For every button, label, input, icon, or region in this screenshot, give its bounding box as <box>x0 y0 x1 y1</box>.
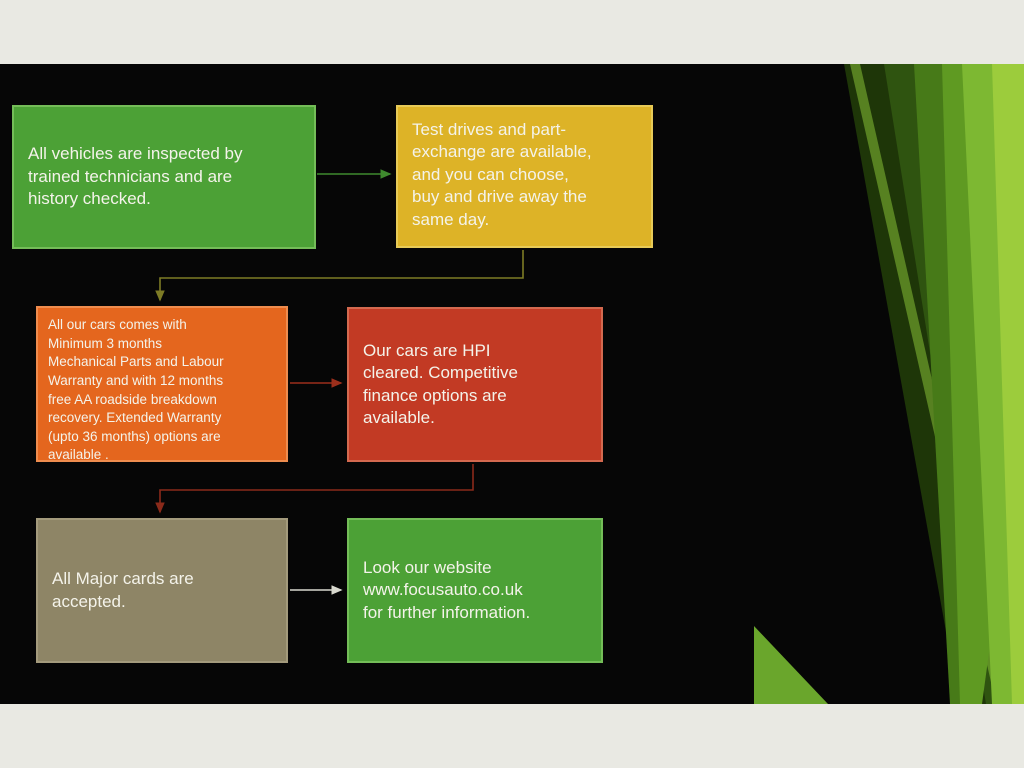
flow-box-testdrives-text: Test drives and part- exchange are avail… <box>412 120 592 229</box>
slide-canvas: All vehicles are inspected by trained te… <box>0 64 1024 704</box>
green-shape-corner-triangle <box>754 626 828 704</box>
flow-box-cards-text: All Major cards are accepted. <box>52 569 194 611</box>
arrow-testdrives-to-warranty <box>155 250 524 302</box>
flow-box-cards: All Major cards are accepted. <box>36 518 288 663</box>
flow-box-inspection-text: All vehicles are inspected by trained te… <box>28 144 243 209</box>
flow-box-testdrives: Test drives and part- exchange are avail… <box>396 105 653 248</box>
green-shape-edge <box>992 64 1024 704</box>
flow-box-hpi-text: Our cars are HPI cleared. Competitive fi… <box>363 340 518 427</box>
green-abstract-shapes <box>754 64 1024 704</box>
flow-box-website-text: Look our website www.focusauto.co.uk for… <box>363 557 531 622</box>
flow-box-inspection: All vehicles are inspected by trained te… <box>12 105 316 249</box>
flow-box-warranty: All our cars comes with Minimum 3 months… <box>36 306 288 462</box>
flow-box-website: Look our website www.focusauto.co.uk for… <box>347 518 603 663</box>
flow-box-hpi: Our cars are HPI cleared. Competitive fi… <box>347 307 603 462</box>
flow-box-warranty-text: All our cars comes with Minimum 3 months… <box>48 317 224 463</box>
